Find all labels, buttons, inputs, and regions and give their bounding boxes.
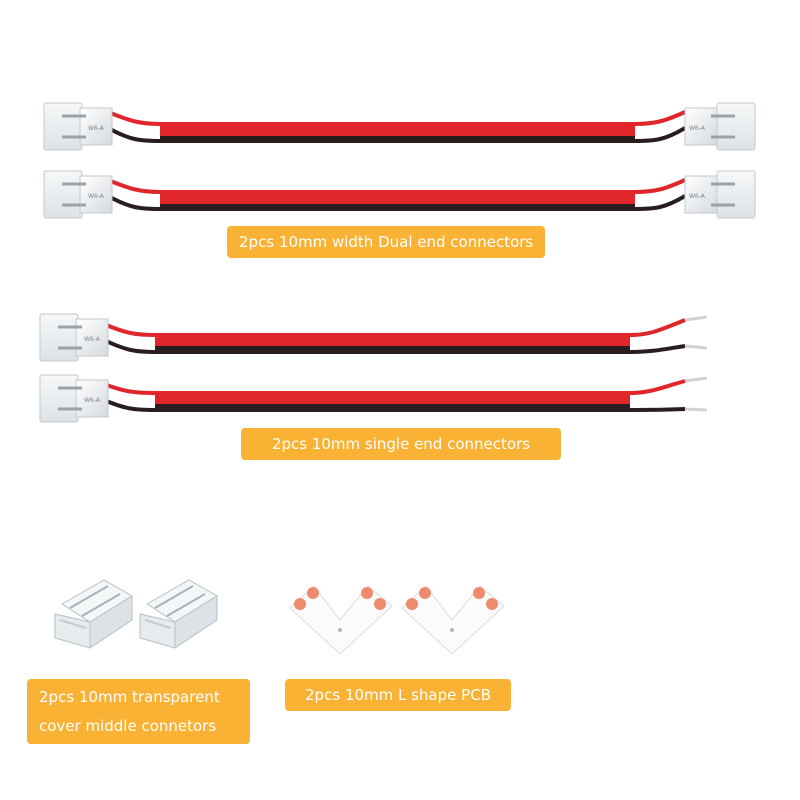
middle-connector-1 [54,579,133,649]
connector-left: W6-A [39,374,109,423]
connector-left: W6-A [39,313,109,362]
middle-connectors-label: 2pcs 10mm transparent cover middle conne… [27,679,250,744]
stripped-wire-end [684,407,708,412]
connector-marking: W6-A [84,336,101,343]
connector-marking: W6-A [689,193,706,200]
dual-end-cable-1: W6-A W6-A [43,102,756,151]
label-line-1: 2pcs 10mm transparent [39,688,220,706]
connector-right: W6-A [684,170,756,219]
connector-marking: W6-A [689,125,706,132]
connector-marking: W6-A [84,397,101,404]
connector-marking: W6-A [88,125,105,132]
stripped-wire-end [684,344,708,350]
dual-end-cable-2: W6-A W6-A [43,170,756,219]
red-wire [107,110,686,126]
l-shape-pcb-1 [289,585,393,655]
single-end-cable-1: W6-A [39,313,708,362]
stripped-wire-end [684,315,708,322]
single-end-cable-2: W6-A [39,374,708,423]
middle-connector-2 [139,579,218,649]
l-shape-pcb-2 [401,585,505,655]
label-line-2: cover middle connetors [39,717,217,735]
l-shape-pcb-label: 2pcs 10mm L shape PCB [285,679,511,711]
connector-right: W6-A [684,102,756,151]
stripped-wire-end [684,376,708,383]
single-end-connectors-label: 2pcs 10mm single end connectors [241,428,561,460]
dual-end-connectors-label: 2pcs 10mm width Dual end connectors [227,226,546,258]
connector-left: W6-A [43,102,113,151]
connector-marking: W6-A [88,193,105,200]
connector-left: W6-A [43,170,113,219]
